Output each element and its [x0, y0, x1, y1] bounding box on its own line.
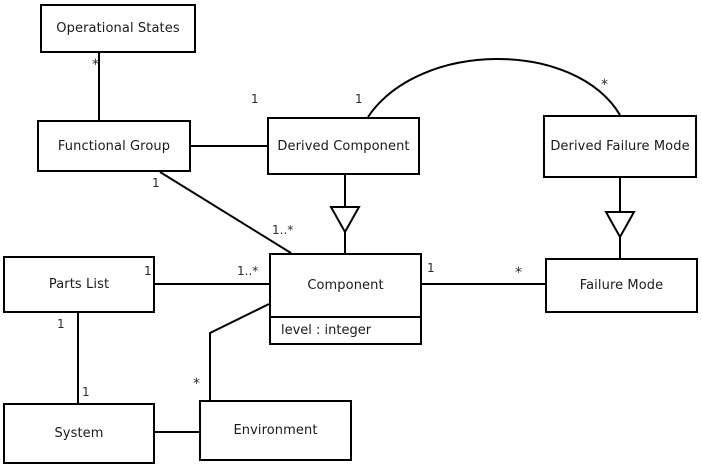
class-box-derived-component[interactable]: Derived Component [267, 117, 420, 175]
class-name-system: System [54, 426, 104, 441]
class-box-failure-mode[interactable]: Failure Mode [545, 258, 698, 313]
class-name-operational-states: Operational States [56, 21, 180, 36]
mult-op-states-fg: * [92, 57, 99, 73]
conn-environment-component [209, 303, 270, 400]
class-name-derived-failure-mode: Derived Failure Mode [550, 139, 690, 154]
mult-component-fg: 1..* [272, 223, 294, 237]
connectors-group [77, 53, 621, 433]
class-box-parts-list[interactable]: Parts List [3, 256, 155, 313]
class-name-functional-group: Functional Group [57, 138, 171, 154]
mult-derived-comp-arc: 1 [355, 92, 363, 106]
mult-environment-comp: * [193, 376, 200, 392]
class-box-environment[interactable]: Environment [199, 400, 352, 461]
class-name-derived-component: Derived Component [277, 138, 410, 154]
class-attribute-component-0: level : integer [271, 316, 420, 343]
class-box-component[interactable]: Component level : integer [269, 253, 422, 345]
class-box-system[interactable]: System [3, 403, 155, 464]
class-box-operational-states[interactable]: Operational States [40, 4, 196, 53]
arrow-derived-component [329, 206, 361, 235]
conn-functional-group-component [159, 171, 292, 254]
class-name-parts-list: Parts List [48, 277, 110, 292]
mult-parts-list-comp: 1 [144, 264, 152, 278]
mult-derived-fm-arc: * [601, 77, 608, 93]
mult-fg-component: 1 [152, 176, 160, 190]
generalization-arrowheads-group [329, 206, 636, 240]
class-name-environment: Environment [233, 423, 318, 438]
mult-comp-parts-list: 1..* [237, 264, 259, 278]
class-name-component: Component [307, 278, 384, 293]
mult-component-fm: 1 [427, 261, 435, 275]
conn-derived-component-derived-failure-mode [367, 58, 621, 118]
class-box-functional-group[interactable]: Functional Group [37, 120, 191, 172]
mult-fm-component: * [515, 265, 522, 281]
mult-fg-derived-comp: 1 [251, 92, 259, 106]
mult-parts-list-system: 1 [57, 317, 65, 331]
class-name-failure-mode: Failure Mode [579, 278, 664, 293]
mult-system-parts-list: 1 [82, 385, 90, 399]
arrow-derived-failure-mode [604, 211, 636, 240]
class-box-derived-failure-mode[interactable]: Derived Failure Mode [543, 115, 697, 178]
